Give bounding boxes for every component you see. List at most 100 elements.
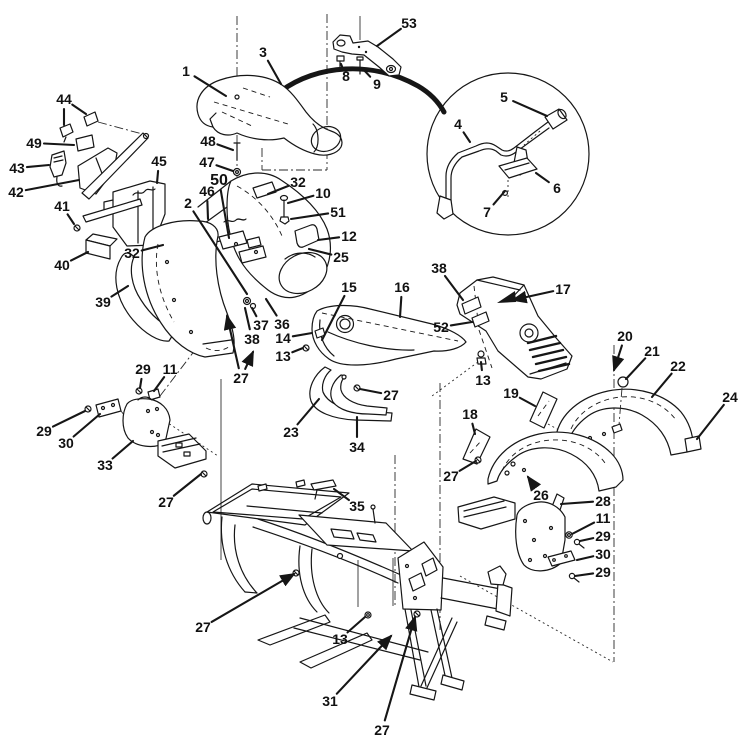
leader-line-6 <box>534 171 550 184</box>
leader-line-14 <box>291 331 314 338</box>
leader-line-52 <box>449 320 474 327</box>
leader-line-9 <box>360 66 372 78</box>
leader-line-26 <box>526 475 542 492</box>
part-label-18: 18 <box>462 406 478 422</box>
part-label-44: 44 <box>56 91 72 107</box>
part-label-32: 32 <box>124 245 140 261</box>
leader-line-37 <box>250 306 258 318</box>
part-label-42: 42 <box>8 184 24 200</box>
part-label-27: 27 <box>233 370 249 386</box>
leader-line-31 <box>335 634 393 695</box>
part-label-20: 20 <box>617 328 633 344</box>
leader-line-38 <box>443 274 465 302</box>
leader-line-27 <box>241 350 255 370</box>
latch-detail-circle <box>426 72 590 236</box>
part-label-13: 13 <box>332 631 348 647</box>
leader-line-27 <box>458 459 478 472</box>
box-40 <box>85 233 118 260</box>
part-label-51: 51 <box>330 204 346 220</box>
part-label-13: 13 <box>275 348 291 364</box>
leader-line-47 <box>215 164 235 173</box>
part-label-19: 19 <box>503 385 519 401</box>
leader-line-8 <box>339 62 344 68</box>
rear-body-unit <box>193 172 332 310</box>
part-label-53: 53 <box>401 15 417 31</box>
part-label-37: 37 <box>253 317 269 333</box>
part-label-16: 16 <box>394 279 410 295</box>
leader-line-32 <box>266 184 290 196</box>
front-fender-39 <box>115 220 235 401</box>
part-label-11: 11 <box>596 510 611 526</box>
bolt-41 <box>73 224 81 232</box>
front-rack <box>202 479 350 526</box>
leader-line-11 <box>152 376 166 393</box>
leader-line-49 <box>42 142 76 147</box>
panel-42 <box>77 132 150 200</box>
flap-19 <box>529 391 558 429</box>
part-label-50: 50 <box>210 172 228 189</box>
leader-line-29 <box>578 537 595 543</box>
mud-flap-33-group <box>84 396 208 478</box>
part-label-14: 14 <box>275 330 291 346</box>
bracket-43 <box>49 150 67 187</box>
part-label-45: 45 <box>151 153 167 169</box>
part-label-43: 43 <box>9 160 25 176</box>
panel-28 <box>515 493 566 572</box>
part-label-10: 10 <box>315 185 331 201</box>
leader-line-29 <box>573 572 595 578</box>
side-panel-28-group <box>457 493 585 583</box>
part-label-13: 13 <box>475 372 491 388</box>
part-label-3: 3 <box>259 44 267 60</box>
frame-assembly <box>202 479 513 701</box>
bolt-27a <box>353 384 361 392</box>
part-label-32: 32 <box>290 174 306 190</box>
part-label-17: 17 <box>555 281 571 297</box>
part-label-30: 30 <box>595 546 611 562</box>
leader-line-51 <box>289 212 330 221</box>
leader-line-23 <box>296 397 321 426</box>
part-label-35: 35 <box>349 498 365 514</box>
leader-line-33 <box>111 439 135 460</box>
part-label-12: 12 <box>341 228 357 244</box>
leader-line-21 <box>624 357 647 381</box>
leader-line-44 <box>71 103 88 116</box>
bolt-29L <box>84 405 92 413</box>
flap-33 <box>122 396 171 448</box>
part-label-26: 26 <box>533 487 549 503</box>
part-label-6: 6 <box>553 180 561 196</box>
part-label-41: 41 <box>54 198 70 214</box>
mud-flaps-18-19 <box>462 391 558 465</box>
part-label-25: 25 <box>333 249 349 265</box>
part-label-27: 27 <box>443 468 459 484</box>
pad-49 <box>75 134 95 152</box>
part-label-28: 28 <box>595 493 611 509</box>
leader-line-45 <box>155 169 160 185</box>
leader-line-53 <box>375 27 402 48</box>
part-label-29: 29 <box>595 528 611 544</box>
fender-bolt-29 <box>135 387 143 395</box>
part-label-21: 21 <box>644 343 660 359</box>
skid-plate <box>457 496 516 530</box>
leader-line-27 <box>172 472 203 497</box>
seat-assembly <box>196 74 343 177</box>
leader-line-12 <box>316 236 341 242</box>
leader-line-17 <box>510 290 555 304</box>
leader-line-19 <box>518 396 537 408</box>
sleeve-5 <box>523 108 568 146</box>
part-label-29: 29 <box>36 423 52 439</box>
bolt-13b <box>476 350 487 365</box>
part-label-27: 27 <box>383 387 399 403</box>
part-label-9: 9 <box>373 76 381 92</box>
plate-6 <box>498 157 538 179</box>
stud <box>611 423 623 434</box>
part-label-22: 22 <box>670 358 686 374</box>
part-label-34: 34 <box>349 439 365 455</box>
leader-line-13 <box>479 360 483 372</box>
leader-line-32 <box>140 243 165 252</box>
part-label-36: 36 <box>274 316 290 332</box>
clip-44a <box>59 123 74 138</box>
body-drum <box>278 251 328 295</box>
nut-11r <box>565 531 573 539</box>
